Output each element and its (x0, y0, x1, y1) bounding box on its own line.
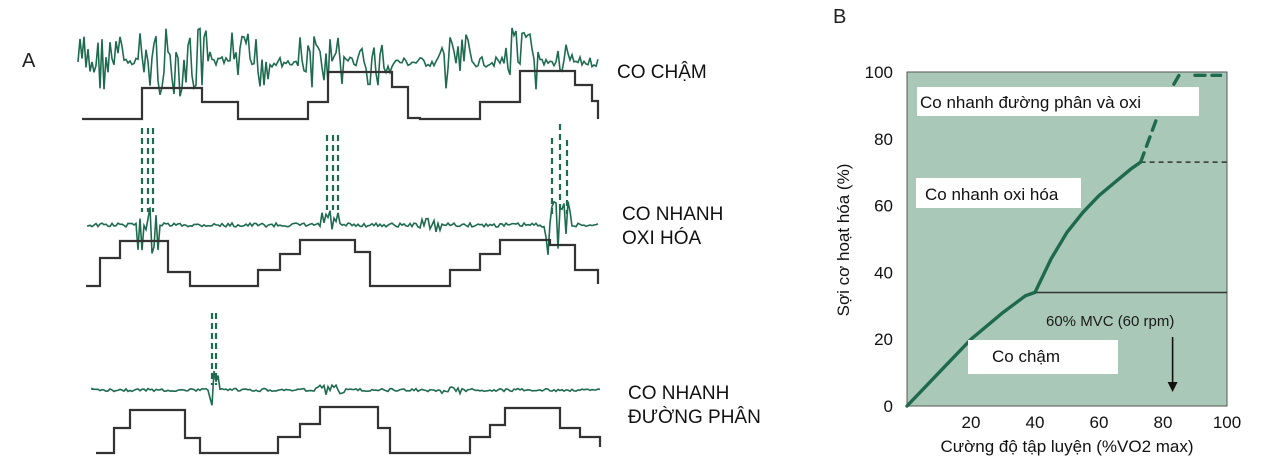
label-fast-oxidative-line2: OXI HÓA (622, 227, 702, 249)
y-tick-label: 80 (874, 130, 893, 149)
label-slow-twitch: CO CHẬM (617, 61, 707, 83)
region-label-box-slow (968, 340, 1118, 374)
recruitment-curve-segment (905, 290, 1037, 408)
x-tick-label: 20 (962, 413, 981, 432)
curve-series (905, 73, 1227, 408)
label-fast-glycolytic-line2: ĐƯỜNG PHÂN (628, 406, 761, 428)
x-tick-label: 100 (1213, 413, 1241, 432)
panel-a: A CO CHẬM CO NHANH OXI HÓA CO NHANH ĐƯỜN… (22, 27, 761, 455)
recruitment-curve-segment (1033, 160, 1143, 295)
panel-b: B 20 40 60 80 100 0 20 40 60 80 100 Co nhanh đường… (833, 6, 1241, 456)
emg-trace-slow (77, 27, 599, 97)
axis-ticks: 20 40 60 80 100 0 20 40 60 80 100 (865, 63, 1242, 432)
label-fast-glycolytic-line1: CO NHANH (628, 383, 729, 404)
y-axis-title: Sợi cơ hoạt hóa (%) (834, 164, 853, 317)
y-tick-label: 60 (874, 197, 893, 216)
region-label-glycolytic-oxidative: Co nhanh đường phân và oxi (920, 93, 1141, 112)
force-step-slow (82, 69, 600, 121)
y-tick-label: 20 (874, 330, 893, 349)
panel-a-letter: A (22, 50, 36, 72)
label-fast-oxidative-line1: CO NHANH (622, 204, 723, 225)
x-axis-title: Cường độ tập luyện (%VO2 max) (940, 437, 1193, 456)
region-label-box-glycolytic-oxidative (917, 87, 1199, 116)
spike-extensions (140, 124, 569, 385)
emg-trace-fast-glycolytic (91, 370, 601, 406)
y-tick-label: 0 (884, 397, 893, 416)
region-label-fast-oxidative: Co nhanh oxi hóa (925, 185, 1059, 204)
x-tick-label: 80 (1154, 413, 1173, 432)
panel-b-letter: B (833, 6, 846, 28)
arrow-head (1167, 382, 1178, 392)
region-label-slow: Co chậm (992, 347, 1060, 366)
force-step-fast-glycolytic (96, 405, 602, 455)
mvc-arrow (1167, 337, 1178, 392)
mvc-annotation: 60% MVC (60 rpm) (1046, 313, 1174, 330)
y-tick-label: 40 (874, 263, 893, 282)
emg-trace-fast-oxidative (87, 200, 599, 255)
x-tick-label: 60 (1090, 413, 1109, 432)
force-step-fast-oxidative (86, 238, 600, 288)
y-tick-label: 100 (865, 63, 893, 82)
region-label-box-fast-oxidative (916, 178, 1081, 208)
x-tick-label: 40 (1026, 413, 1045, 432)
